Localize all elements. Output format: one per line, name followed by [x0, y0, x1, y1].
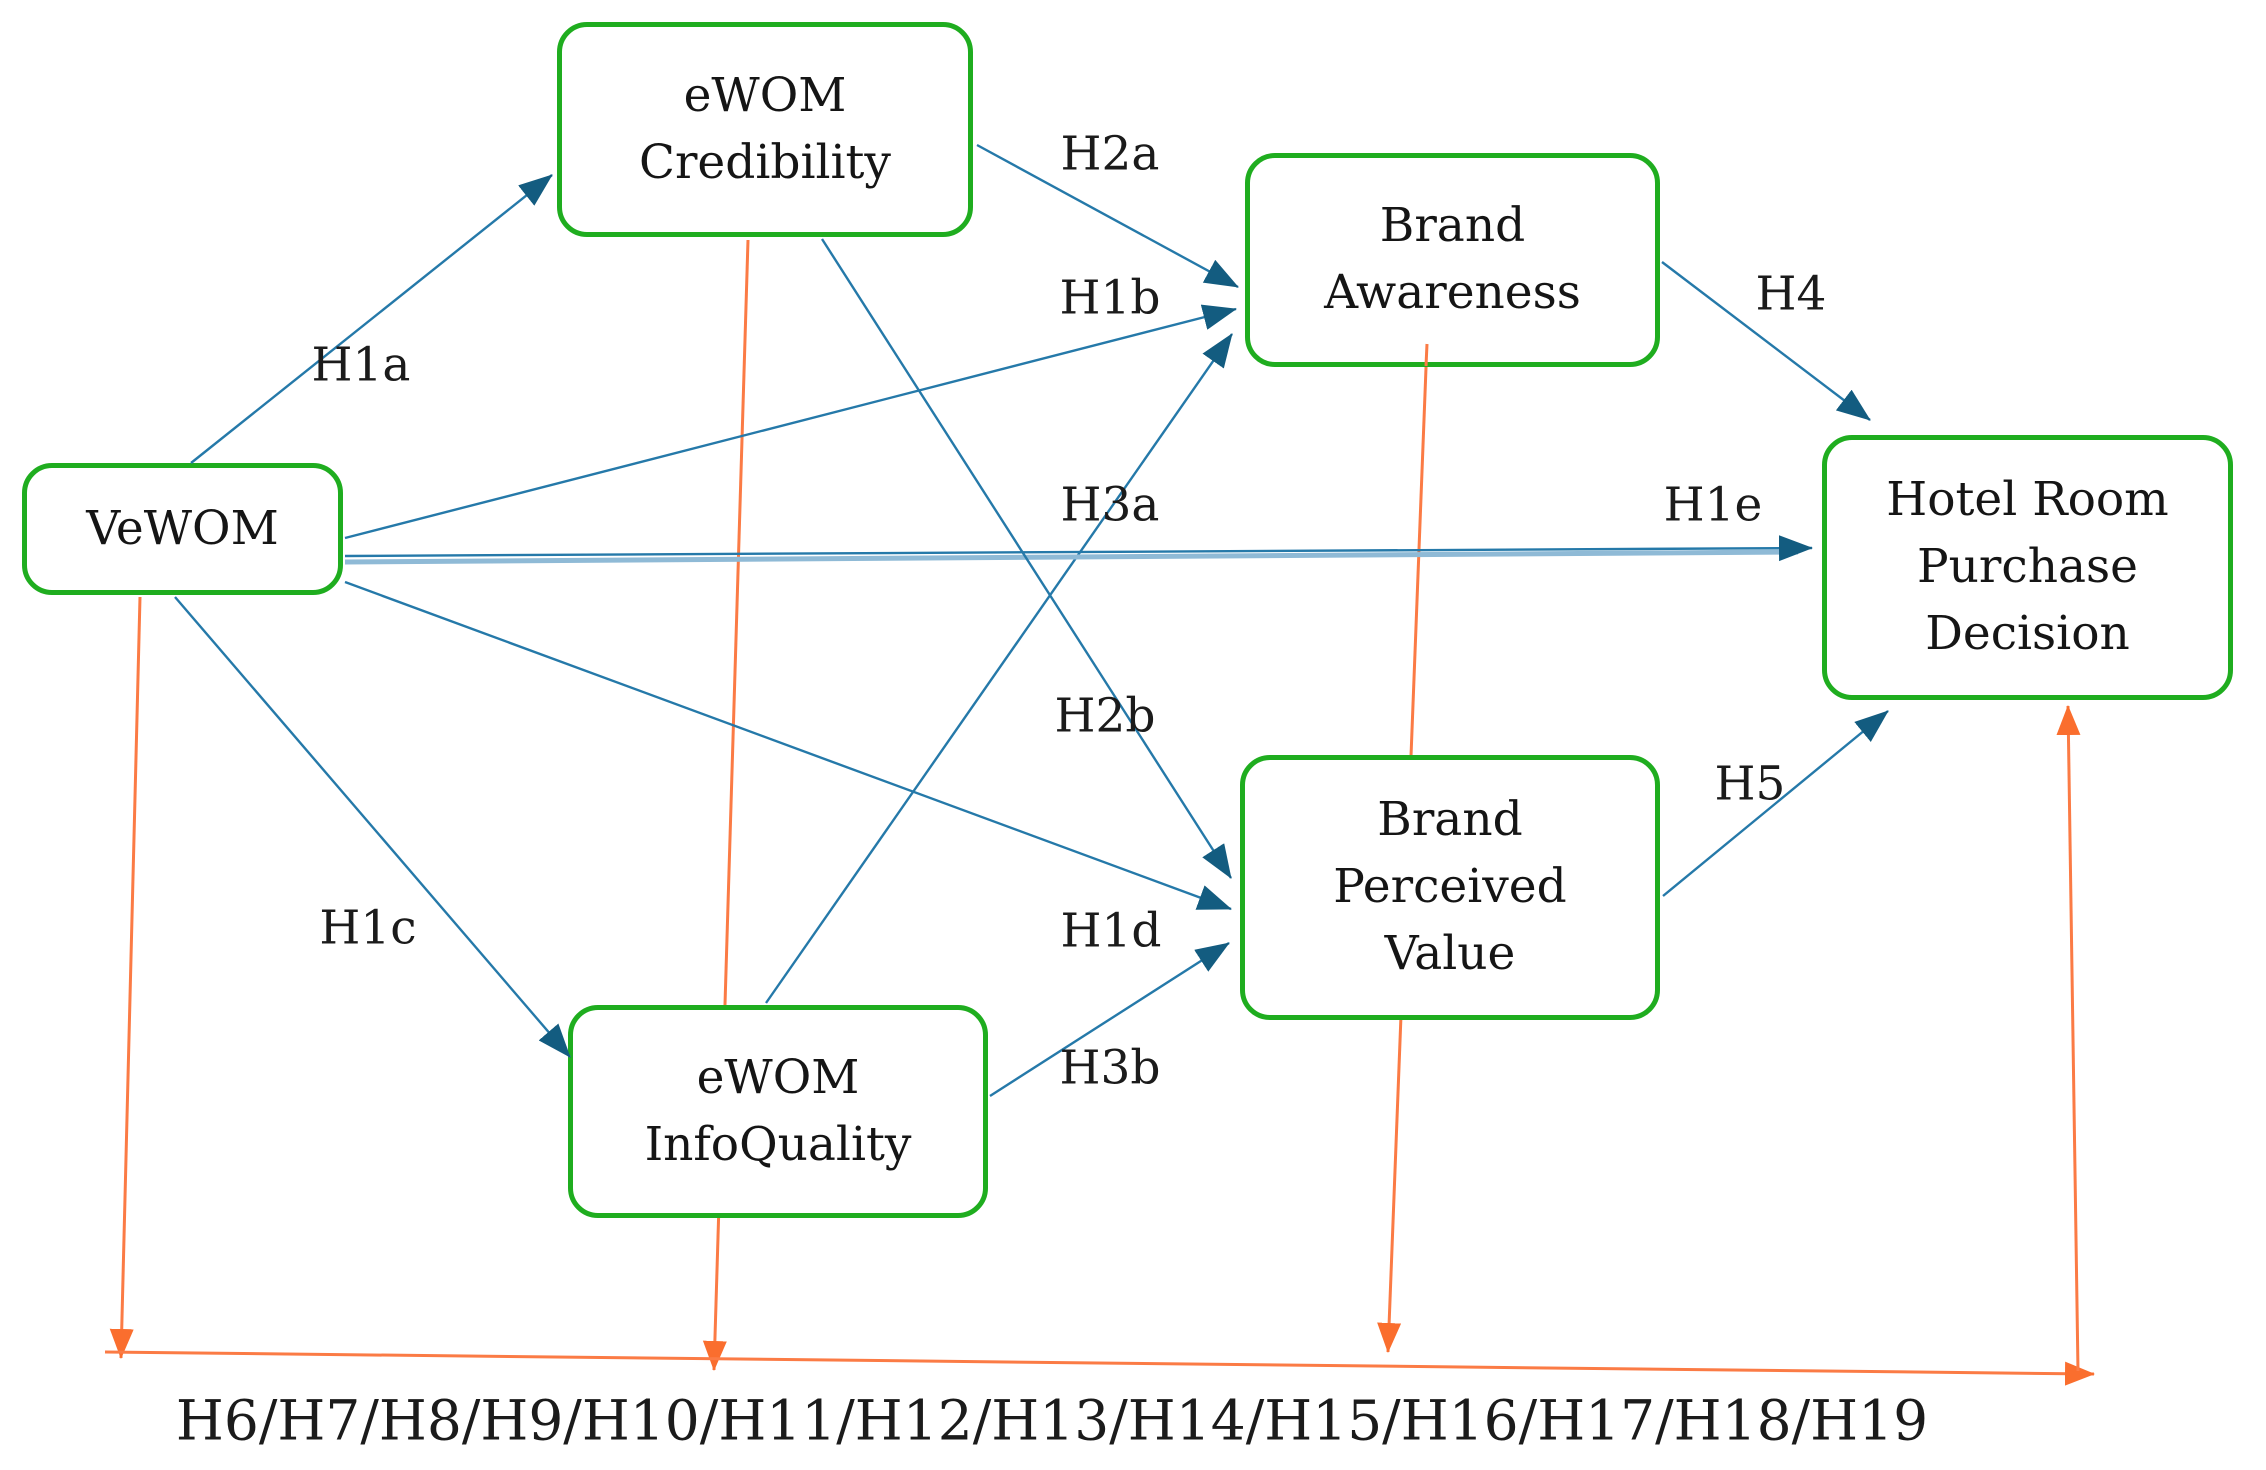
- node-brand-perceived-value: Brand Perceived Value: [1240, 755, 1660, 1020]
- node-vewom-label: VeWOM: [86, 500, 279, 556]
- node-ewom-infoquality-label: eWOM InfoQuality: [644, 1049, 912, 1172]
- node-ewom-infoquality: eWOM InfoQuality: [568, 1005, 988, 1218]
- node-ewom-credibility: eWOM Credibility: [557, 22, 973, 237]
- node-brand-awareness-label: Brand Awareness: [1324, 198, 1581, 320]
- node-hotel-room-purchase-decision-label: Hotel Room Purchase Decision: [1886, 472, 2169, 661]
- node-hotel-room-purchase-decision: Hotel Room Purchase Decision: [1822, 435, 2233, 700]
- node-vewom: VeWOM: [22, 463, 343, 595]
- node-ewom-credibility-label: eWOM Credibility: [639, 67, 891, 190]
- node-brand-awareness: Brand Awareness: [1245, 153, 1660, 367]
- node-brand-perceived-value-label: Brand Perceived Value: [1333, 792, 1567, 981]
